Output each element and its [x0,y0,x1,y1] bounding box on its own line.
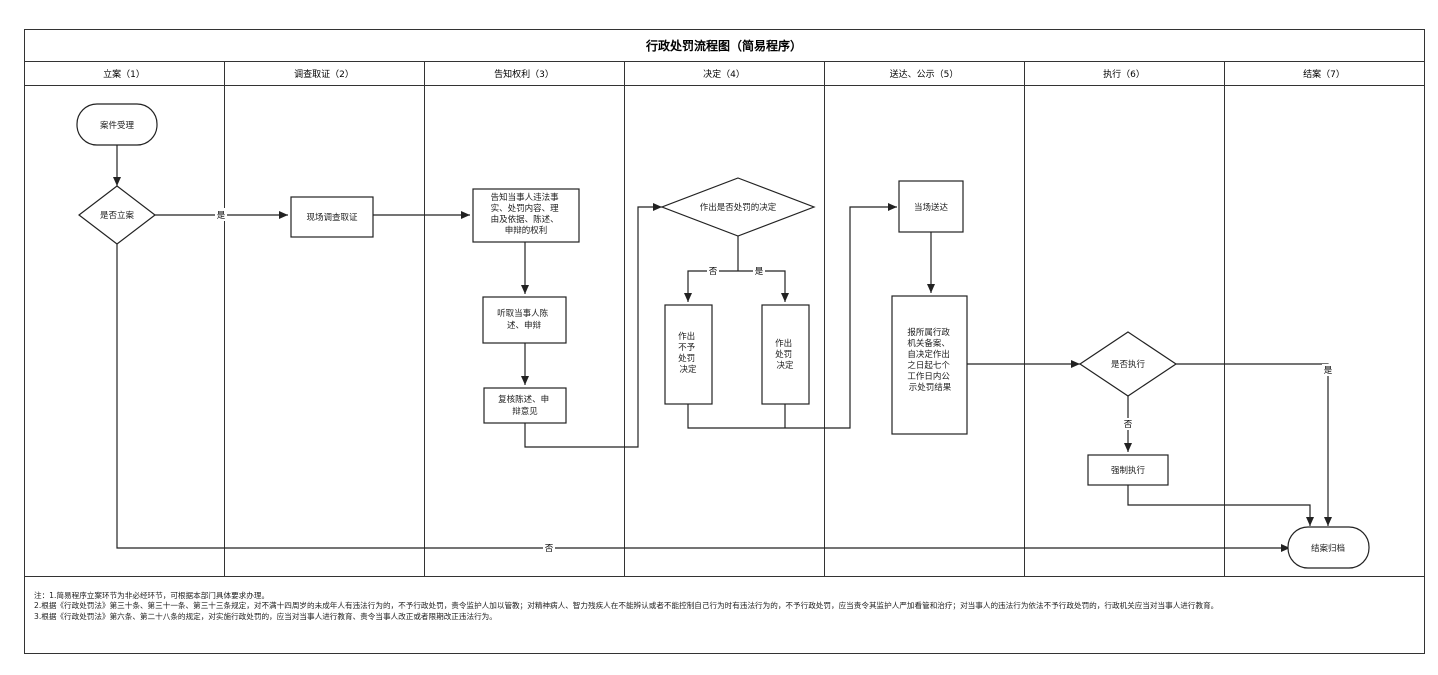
label-decision-no: 否 [709,267,718,277]
notify-rights-label: 告知当事人违法事 实、处罚内容、理 由及依据、陈述、 申辩的权利 [491,192,562,236]
review-opinion-box [483,387,567,424]
case-closed-label: 结案归档 [1311,543,1345,554]
footnote-3: 3.根据《行政处罚法》第六条、第二十八条的规定，对实施行政处罚的，应当对当事人进… [34,611,497,621]
edge-review-to-decision [524,203,662,448]
edge-labels: 是 否 是 是 否 否 [215,208,1334,554]
edge-execute-yes [1176,363,1332,526]
onsite-delivery-label: 当场送达 [914,202,949,213]
is-executed-decision [1078,331,1178,397]
forced-execution-label: 强制执行 [1111,465,1146,476]
footnotes: 注：1.简易程序立案环节为非必经环节，可根据本部门具体要求办理。 2.根据《行政… [34,591,1429,622]
column-header-notify-rights: 告知权利（3） [494,68,554,80]
forced-execution-box [1087,454,1169,486]
is-executed-label: 是否执行 [1111,359,1146,370]
label-filed-no: 否 [545,544,554,554]
label-execute-yes: 是 [1324,366,1333,376]
hear-statement-label: 听取当事人陈 述、申辩 [497,308,551,331]
connectors [113,145,1332,552]
case-accept-terminal [76,103,158,146]
column-header-filing: 立案（1） [103,68,145,80]
onsite-investigation-label: 现场调查取证 [306,212,358,223]
hear-statement-box [482,296,567,344]
column-header-investigation: 调查取证（2） [294,68,354,80]
penalty-label: 作出 处罚 决定 [775,338,795,371]
edge-decision-no [684,270,738,302]
column-header-execution: 执行（6） [1103,68,1145,80]
column-headers: 立案（1） 调查取证（2） 告知权利（3） 决定（4） 送达、公示（5） 执行（… [103,68,1345,80]
footnote-1: 注：1.简易程序立案环节为非必经环节，可根据本部门具体要求办理。 [34,591,270,600]
penalty-box [761,304,810,405]
label-execute-no: 否 [1124,420,1133,430]
case-closed-terminal [1287,526,1370,569]
is-filed-label: 是否立案 [100,210,135,221]
edge-decisions-to-delivery [687,203,897,429]
edge-filed-no [116,244,1290,552]
report-file-label: 报所属行政 机关备案、 自决定作出 之日起七个 工作日内公 示处罚结果 [907,327,952,393]
decide-penalty-label: 作出是否处罚的决定 [700,202,777,213]
no-penalty-box [664,304,713,405]
swimlane-grid [24,29,1425,654]
column-header-delivery: 送达、公示（5） [890,68,959,80]
report-file-box [891,295,968,435]
column-header-closing: 结案（7） [1303,68,1345,80]
label-filed-yes: 是 [217,211,226,221]
no-penalty-label: 作出 不予 处罚 决定 [678,331,698,375]
edge-forced-to-close [1127,485,1314,526]
onsite-delivery-box [898,180,964,233]
case-accept-label: 案件受理 [100,120,135,131]
is-filed-decision [78,185,156,245]
diagram-title: 行政处罚流程图（简易程序） [645,38,802,53]
review-opinion-label: 复核陈述、申 辩意见 [498,394,552,417]
column-header-decision: 决定（4） [703,68,745,80]
footnote-2: 2.根据《行政处罚法》第三十条、第三十一条、第三十三条规定，对不满十四周岁的未成… [34,601,1219,611]
notify-rights-box [472,188,580,243]
label-decision-yes: 是 [755,267,764,277]
decide-penalty-decision [660,177,816,237]
onsite-investigation-box [290,196,374,238]
